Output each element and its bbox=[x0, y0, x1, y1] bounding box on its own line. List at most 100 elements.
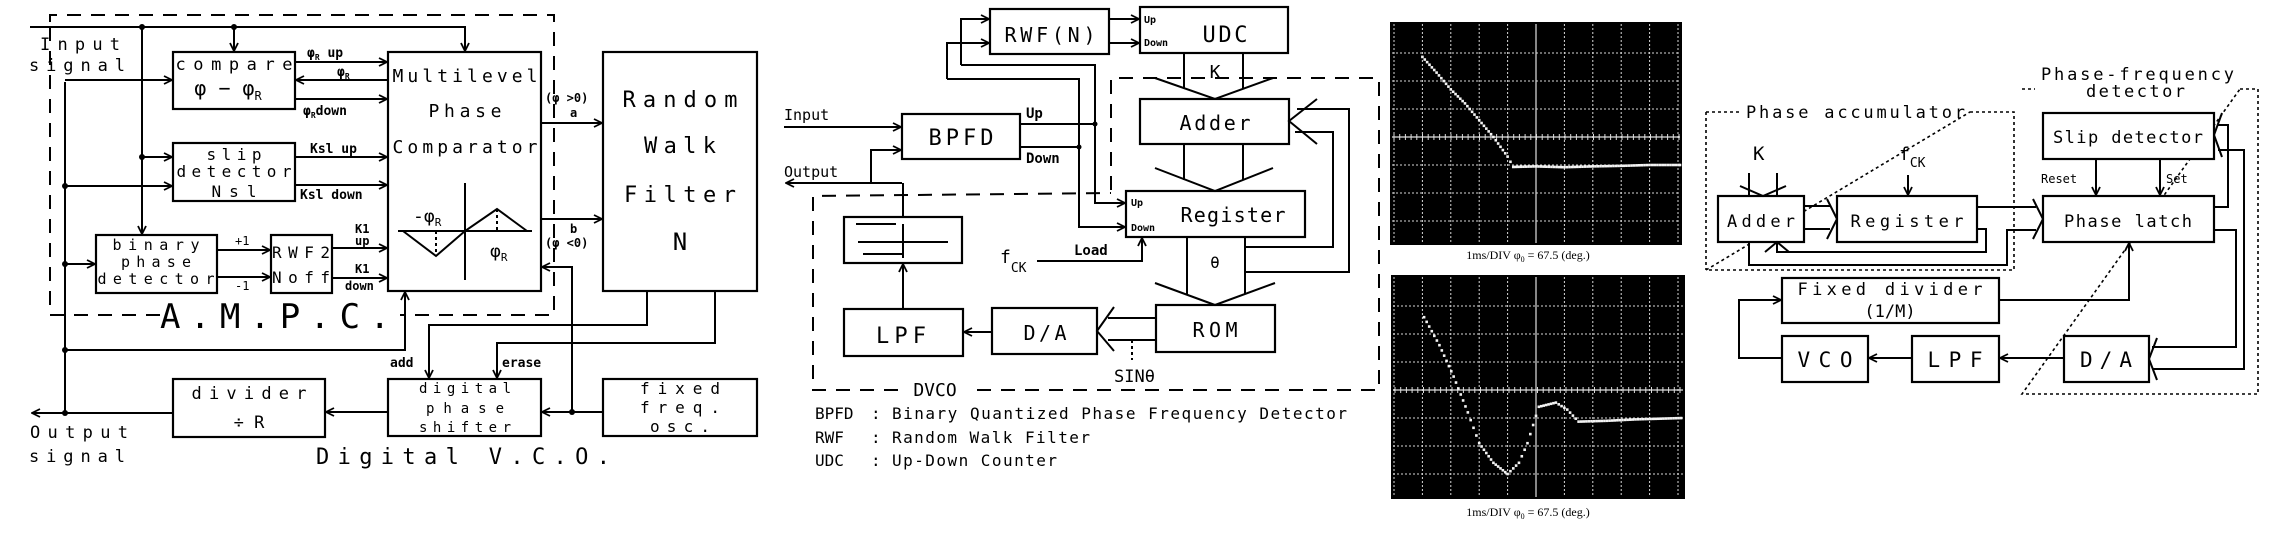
trace-dot bbox=[1669, 163, 1672, 167]
trace-dot bbox=[1531, 423, 1535, 427]
trace-dot bbox=[1555, 165, 1558, 169]
pfd-title-1: Phase-frequency bbox=[2041, 65, 2234, 85]
trace-dot bbox=[1622, 164, 1626, 168]
k1-up-label-1: K1 bbox=[355, 222, 369, 236]
trace-dot bbox=[1489, 458, 1493, 461]
trace-dot bbox=[1537, 405, 1541, 409]
abbreviation-legend: BPFD : Binary Quantized Phase Frequency … bbox=[815, 404, 1347, 470]
scope-grid bbox=[1393, 277, 1683, 497]
k1-down-label-2: down bbox=[345, 279, 374, 293]
trace-dot bbox=[1552, 165, 1556, 169]
fck-label: fCK bbox=[1000, 247, 1027, 276]
trace-dot bbox=[1428, 63, 1431, 67]
legend-sep: : bbox=[871, 404, 881, 423]
trace-dot bbox=[1539, 165, 1543, 168]
trace-dot bbox=[1529, 432, 1532, 436]
trace-dot bbox=[1586, 165, 1589, 168]
trace-dot bbox=[1608, 419, 1611, 422]
trace-dot bbox=[1487, 130, 1490, 133]
trace-dot bbox=[1614, 164, 1618, 168]
slip-detector-block bbox=[2041, 111, 2216, 161]
slip-detector-block bbox=[171, 141, 297, 203]
trace-dot bbox=[1591, 165, 1595, 168]
trace-dot bbox=[1576, 165, 1579, 169]
trace-dot bbox=[1658, 163, 1662, 167]
trace-dot bbox=[1506, 472, 1509, 476]
trace-dot bbox=[1650, 163, 1654, 167]
trace-dot bbox=[1649, 417, 1652, 421]
trace-dot bbox=[1473, 113, 1476, 116]
trace-dot bbox=[1677, 163, 1680, 167]
random-walk-filter-block bbox=[601, 50, 759, 293]
trace-dot bbox=[1625, 164, 1628, 167]
neg-phi-r-label: -φR bbox=[413, 206, 442, 229]
trace-dot bbox=[1573, 165, 1577, 169]
trace-dot bbox=[1526, 441, 1529, 445]
trace-dot bbox=[1667, 417, 1670, 420]
trace-dot bbox=[1496, 142, 1500, 145]
trace-dot bbox=[1597, 419, 1601, 423]
trace-dot bbox=[1617, 164, 1620, 168]
trace-dot bbox=[1669, 417, 1673, 420]
trace-dot bbox=[1433, 334, 1436, 338]
trace-dot bbox=[1549, 402, 1553, 406]
trace-dot bbox=[1579, 420, 1583, 423]
trace-dot bbox=[1613, 419, 1617, 422]
adder-block bbox=[1138, 97, 1291, 146]
trace-dot bbox=[1440, 76, 1443, 80]
trace-dot bbox=[1662, 417, 1665, 420]
trace-dot bbox=[1645, 163, 1649, 167]
trace-dot bbox=[1461, 399, 1465, 402]
trace-dot bbox=[1437, 74, 1441, 77]
trace-dot bbox=[1438, 343, 1441, 347]
phase-latch-label: Phase latch bbox=[2064, 212, 2192, 232]
trace-dot bbox=[1430, 329, 1434, 333]
trace-dot bbox=[1492, 461, 1495, 465]
trace-dot bbox=[1653, 163, 1657, 167]
trace-dot bbox=[1603, 419, 1606, 423]
trace-dot bbox=[1537, 165, 1540, 168]
pll-wiring bbox=[1738, 112, 2245, 381]
trace-dot bbox=[1492, 135, 1495, 139]
trace-dot bbox=[1557, 165, 1561, 169]
trace-dot bbox=[1677, 416, 1680, 420]
trace-dot bbox=[1679, 416, 1683, 420]
fixed-osc-block bbox=[601, 377, 759, 438]
trace-dot bbox=[1489, 132, 1493, 136]
output-label: Output bbox=[784, 163, 838, 181]
trace-dot bbox=[1442, 354, 1446, 357]
phi-r-label: φR bbox=[337, 65, 350, 81]
legend-sep: : bbox=[871, 451, 881, 470]
trace-dot bbox=[1560, 404, 1563, 408]
trace-dot bbox=[1577, 420, 1580, 423]
erase-label: erase bbox=[502, 356, 541, 371]
trace-dot bbox=[1430, 66, 1434, 69]
trace-dot bbox=[1582, 420, 1586, 423]
rwf2-block bbox=[269, 233, 334, 295]
trace-dot bbox=[1485, 451, 1488, 455]
compare-block bbox=[171, 50, 297, 111]
lpf-label: LPF bbox=[876, 324, 926, 349]
trace-dot bbox=[1581, 165, 1584, 169]
trace-dot bbox=[1517, 165, 1520, 169]
ksl-down-label: Ksl down bbox=[300, 188, 363, 203]
register-down-label: Down bbox=[1131, 223, 1155, 234]
phi-r-down-label: φRdown bbox=[303, 104, 347, 120]
rom-label: ROM bbox=[1193, 318, 1238, 342]
trace-dot bbox=[1485, 127, 1488, 130]
k-label: K bbox=[1210, 62, 1221, 83]
out-b-condition: (φ <0) bbox=[545, 236, 588, 250]
trace-dot bbox=[1590, 419, 1593, 423]
udc-down-label: Down bbox=[1144, 38, 1168, 49]
trace-dot bbox=[1596, 164, 1600, 168]
figure-ampc: Input signal compare φ − φR φR up φR φRd… bbox=[29, 14, 759, 470]
load-label: Load bbox=[1074, 243, 1108, 259]
input-signal-label: Input bbox=[40, 35, 120, 55]
fixed-divider-label: Fixed divider bbox=[1798, 280, 1983, 300]
trace-dot bbox=[1464, 405, 1467, 408]
ksl-up-label: Ksl up bbox=[310, 142, 357, 157]
osc-label-2: freq. bbox=[640, 398, 720, 417]
figure-dvco: RWF(N) UDC Up Down K Adder Register Up D… bbox=[784, 5, 1380, 470]
trace-dot bbox=[1435, 339, 1439, 342]
trace-dot bbox=[1639, 417, 1642, 421]
